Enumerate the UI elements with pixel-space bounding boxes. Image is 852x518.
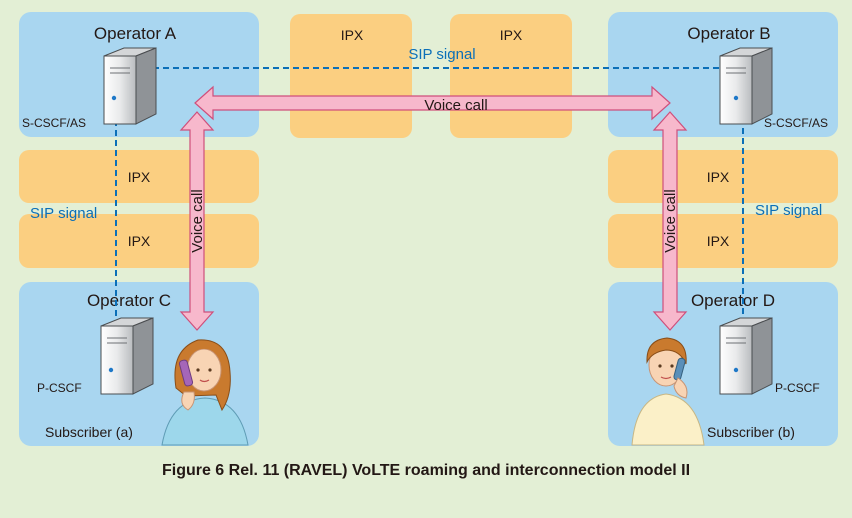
ipx-label-left-upper: IPX bbox=[128, 169, 151, 185]
voice-call-label-horizontal: Voice call bbox=[424, 97, 487, 114]
man-on-phone-icon bbox=[631, 337, 705, 446]
voice-call-label-right: Voice call bbox=[662, 189, 679, 252]
voice-call-arrow-right bbox=[652, 111, 688, 331]
ipx-label-left-lower: IPX bbox=[128, 233, 151, 249]
ipx-label-top-left: IPX bbox=[341, 27, 364, 43]
server-label-b: S-CSCF/AS bbox=[764, 116, 828, 130]
ipx-label-right-upper: IPX bbox=[707, 169, 730, 185]
figure-caption: Figure 6 Rel. 11 (RAVEL) VoLTE roaming a… bbox=[161, 462, 691, 479]
server-label-d: P-CSCF bbox=[775, 381, 820, 395]
server-label-c: P-CSCF bbox=[37, 381, 82, 395]
ipx-label-right-lower: IPX bbox=[707, 233, 730, 249]
ipx-label-top-right: IPX bbox=[500, 27, 523, 43]
operator-a-label: Operator A bbox=[94, 24, 177, 43]
operator-c-label: Operator C bbox=[87, 291, 171, 310]
server-icon bbox=[719, 317, 773, 395]
sip-signal-label-right: SIP signal bbox=[755, 202, 822, 219]
server-icon bbox=[103, 47, 157, 125]
operator-d-label: Operator D bbox=[691, 291, 775, 310]
voice-call-arrow-left bbox=[179, 111, 215, 331]
subscriber-b-label: Subscriber (b) bbox=[707, 424, 795, 440]
subscriber-a-label: Subscriber (a) bbox=[45, 424, 133, 440]
voice-call-arrow-horizontal bbox=[194, 85, 671, 121]
operator-b-label: Operator B bbox=[687, 24, 770, 43]
sip-signal-label-left: SIP signal bbox=[30, 205, 97, 222]
server-label-a: S-CSCF/AS bbox=[22, 116, 86, 130]
sip-signal-label-top: SIP signal bbox=[408, 46, 475, 63]
woman-on-phone-icon bbox=[161, 339, 249, 446]
server-icon bbox=[719, 47, 773, 125]
server-icon bbox=[100, 317, 154, 395]
voice-call-label-left: Voice call bbox=[189, 189, 206, 252]
